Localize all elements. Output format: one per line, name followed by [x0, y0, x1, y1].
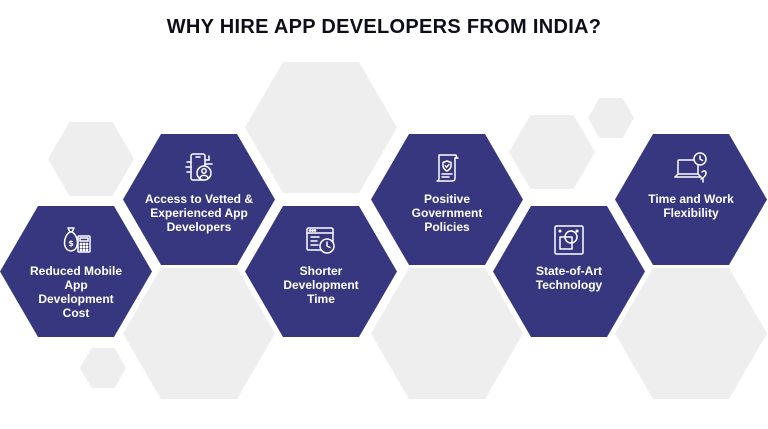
background-hexagon — [123, 268, 275, 399]
hex-card-government-policies: Positive Government Policies — [371, 134, 523, 265]
money-bag-calculator-icon: $ — [58, 222, 94, 258]
browser-clock-icon — [303, 222, 339, 258]
technology-chip-icon — [551, 222, 587, 258]
laptop-clock-icon — [673, 150, 709, 186]
hex-card-reduced-cost: $ Reduced Mobile App Development Cost — [0, 206, 152, 337]
card-label: Reduced Mobile App Development Cost — [29, 264, 122, 320]
policy-document-shield-icon — [429, 150, 465, 186]
background-hexagon — [245, 62, 397, 193]
background-hexagon — [80, 348, 126, 388]
card-label: Positive Government Policies — [411, 192, 483, 234]
background-hexagon — [588, 98, 634, 138]
background-hexagon — [371, 268, 523, 399]
card-label: State-of-Art Technology — [535, 264, 603, 292]
svg-text:$: $ — [68, 239, 74, 248]
hex-card-shorter-time: Shorter Development Time — [245, 206, 397, 337]
hex-card-vetted-developers: Access to Vetted & Experienced App Devel… — [123, 134, 275, 265]
card-label: Time and Work Flexibility — [648, 192, 734, 220]
hex-card-time-flexibility: Time and Work Flexibility — [615, 134, 767, 265]
card-label: Access to Vetted & Experienced App Devel… — [144, 192, 254, 234]
background-hexagon — [48, 122, 134, 196]
mobile-developer-icon — [181, 150, 217, 186]
background-hexagon — [509, 115, 595, 189]
page-title: WHY HIRE APP DEVELOPERS FROM INDIA? — [166, 16, 602, 38]
background-hexagon — [615, 268, 767, 399]
hex-card-state-of-art-technology: State-of-Art Technology — [493, 206, 645, 337]
card-label: Shorter Development Time — [283, 264, 359, 306]
